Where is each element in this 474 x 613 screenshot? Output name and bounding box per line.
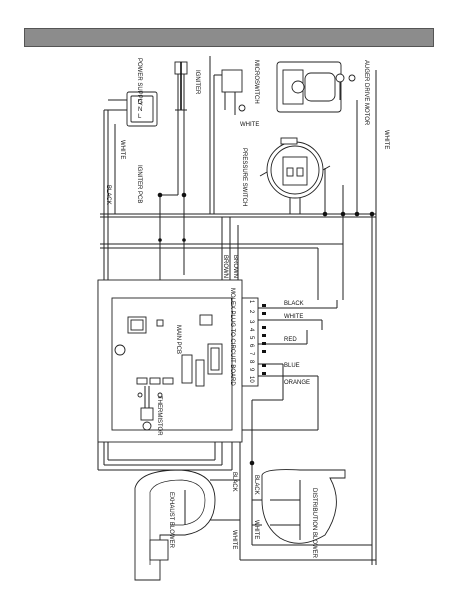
- plug-g-label: G: [138, 100, 143, 106]
- exhaust-blower-label: EXHAUST BLOWER: [168, 492, 174, 549]
- igniter: [174, 61, 188, 111]
- thermistor-label: THERMISTOR: [156, 396, 162, 436]
- molex-plug-label: MOLEX PLUG TO CIRCUIT BOARD: [229, 288, 235, 386]
- power-supply-label: POWER SUPPLY: [136, 58, 142, 106]
- molex-pin-numbers: 1 2 3 4 5 6 7 8 9 10: [248, 300, 254, 383]
- pin-1: 1: [248, 300, 254, 304]
- black-molex-wire-label: BLACK: [284, 301, 304, 307]
- pin-3: 3: [248, 320, 254, 324]
- bus-wires: [97, 56, 377, 565]
- pressure-switch: [259, 137, 331, 199]
- igniter-pcb-label: IGNITER PCB: [136, 165, 142, 203]
- white-power-wire-label: WHITE: [119, 140, 125, 159]
- pin-8: 8: [248, 360, 254, 364]
- black-distribution-wire-label: BLACK: [253, 475, 259, 495]
- auger-drive-motor-label: AUGER DRIVE MOTOR: [363, 60, 369, 126]
- plug-l-label: L: [138, 114, 142, 120]
- pin-2: 2: [248, 310, 254, 314]
- pin-7: 7: [248, 352, 254, 356]
- pin-10: 10: [248, 376, 254, 383]
- pin-9: 9: [248, 368, 254, 372]
- brown-wire-label-2: BROWN: [222, 255, 228, 278]
- white-microswitch-wire-label: WHITE: [240, 122, 259, 128]
- distribution-blower-label: DISTRIBUTION BLOWER: [311, 488, 317, 559]
- plug-n-label: N: [138, 107, 142, 113]
- pin-6: 6: [248, 344, 254, 348]
- thermistor: [140, 386, 154, 431]
- white-distribution-wire-label: WHITE: [253, 520, 259, 539]
- black-power-wire-label: BLACK: [105, 185, 111, 205]
- microswitch: [221, 69, 246, 115]
- red-molex-wire-label: RED: [284, 337, 297, 343]
- pressure-switch-label: PRESSURE SWITCH: [241, 148, 247, 206]
- main-pcb-label: MAIN PCB: [175, 325, 181, 354]
- auger-drive-motor: [276, 61, 356, 113]
- microswitch-label: MICROSWITCH: [253, 60, 259, 104]
- white-molex-wire-label: WHITE: [284, 314, 303, 320]
- header-bar: [24, 28, 434, 47]
- blue-molex-wire-label: BLUE: [284, 363, 300, 369]
- white-exhaust-wire-label: WHITE: [231, 530, 237, 549]
- white-auger-wire-label: WHITE: [383, 130, 389, 149]
- igniter-label: IGNITER: [194, 70, 200, 95]
- brown-wire-label-1: BROWN: [232, 255, 238, 278]
- main-pcb-enclosure: [97, 279, 243, 443]
- pin-4: 4: [248, 328, 254, 332]
- pin-5: 5: [248, 336, 254, 340]
- power-supply-plug: G N L: [126, 91, 158, 127]
- orange-molex-wire-label: ORANGE: [284, 380, 310, 386]
- junction-dots: [157, 192, 375, 466]
- distribution-blower: [261, 469, 346, 544]
- exhaust-blower: [134, 469, 216, 581]
- black-exhaust-wire-label: BLACK: [231, 472, 237, 492]
- molex-plug: [241, 297, 266, 387]
